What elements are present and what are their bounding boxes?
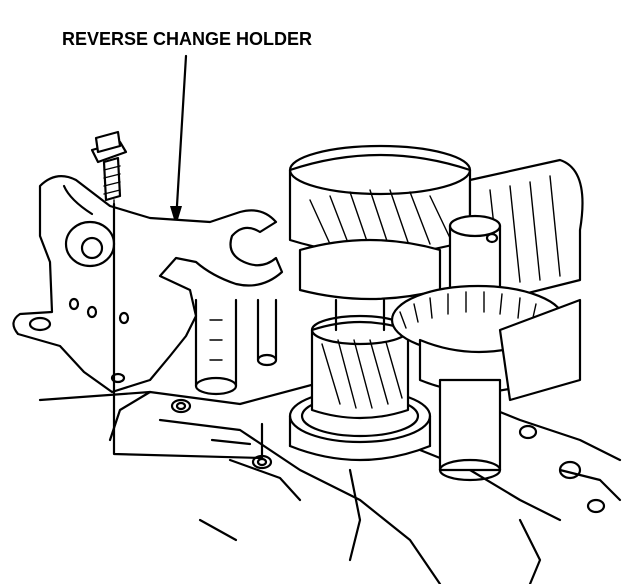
transmission-case: [38, 378, 622, 584]
flange-bolt: [90, 130, 128, 202]
shift-rods: [194, 298, 278, 396]
callout-leader-arrow: [170, 54, 188, 226]
reverse-change-holder: [12, 175, 284, 394]
main-shaft-gears: [288, 144, 472, 420]
counter-shaft-gears: [390, 158, 584, 482]
bolt-alignment-guides: [112, 199, 264, 460]
reverse-change-holder-label: REVERSE CHANGE HOLDER: [62, 29, 313, 49]
